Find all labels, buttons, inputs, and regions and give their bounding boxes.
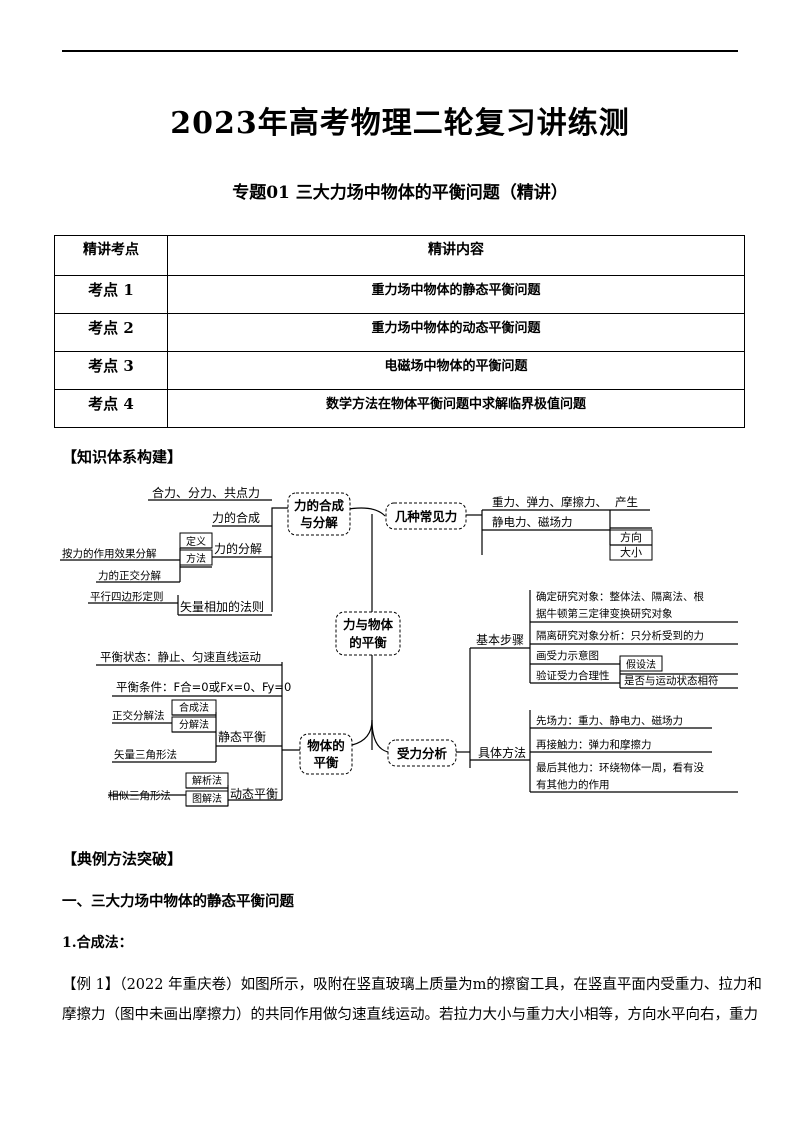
table-cell-content: 数学方法在物体平衡问题中求解临界极值问题	[167, 389, 745, 428]
hehe-item-b: 力的合成	[212, 510, 260, 525]
pingheng-state: 平衡状态：静止、匀速直线运动	[100, 650, 261, 664]
knowledge-heading: 【知识体系构建】	[62, 448, 183, 466]
node-center-l2: 的平衡	[349, 635, 387, 650]
table-row: 考点 3 电磁场中物体的平衡问题	[54, 351, 745, 390]
shouli-steps: 基本步骤	[476, 633, 524, 647]
shouli-step2: 隔离研究对象分析：只分析受到的力	[536, 629, 704, 642]
hehe-item-a: 合力、分力、共点力	[152, 485, 260, 500]
node-jizhong: 几种常见力	[395, 509, 458, 524]
table-header-row: 精讲考点 精讲内容	[54, 235, 745, 276]
pingheng-synth: 合成法	[179, 701, 209, 714]
subsection-1-heading: 1.合成法：	[62, 935, 133, 951]
table-header-content: 精讲内容	[167, 235, 745, 276]
shouli-m3a: 最后其他力：环绕物体一周，看有没	[536, 761, 704, 774]
jizhong-item-c3: 大小	[620, 545, 642, 559]
node-pingheng-l2: 平衡	[313, 755, 339, 770]
node-shouli: 受力分析	[397, 746, 448, 761]
pingheng-graphic: 图解法	[192, 792, 222, 805]
jizhong-item-b: 静电力、磁场力	[492, 515, 573, 529]
node-pingheng-l1: 物体的	[307, 738, 345, 753]
table-cell-content: 重力场中物体的动态平衡问题	[167, 313, 745, 352]
pingheng-similar-triangle: 相似三角形法	[108, 789, 171, 802]
pingheng-static: 静态平衡	[218, 730, 266, 744]
hehe-item-c: 力的分解	[214, 541, 262, 556]
shouli-m3b: 有其他力的作用	[536, 778, 610, 791]
section-1-heading: 一、三大力场中物体的静态平衡问题	[62, 893, 294, 910]
table-row: 考点 4 数学方法在物体平衡问题中求解临界极值问题	[54, 389, 745, 428]
pingheng-condition: 平衡条件：F合=0或Fx=0、Fy=0	[116, 680, 291, 694]
table-header-point: 精讲考点	[54, 235, 168, 276]
shouli-step1b: 据牛顿第三定律变换研究对象	[536, 607, 673, 620]
hehe-parallelogram: 平行四边形定则	[90, 590, 164, 603]
shouli-method: 具体方法	[478, 745, 526, 760]
table-cell-content: 重力场中物体的静态平衡问题	[167, 275, 745, 314]
page-title: 2023年高考物理二轮复习讲练测	[170, 106, 630, 141]
pingheng-orth: 正交分解法	[112, 709, 165, 722]
shouli-match: 是否与运动状态相符	[624, 674, 719, 687]
shouli-step1a: 确定研究对象：整体法、隔离法、根	[536, 590, 704, 603]
jizhong-item-a: 重力、弹力、摩擦力、	[492, 495, 607, 509]
examples-heading: 【典例方法突破】	[62, 850, 183, 868]
hehe-sub-orth: 力的正交分解	[98, 569, 161, 582]
hehe-sub-effect: 按力的作用效果分解	[62, 547, 157, 560]
hehe-sub-method: 方法	[186, 552, 206, 565]
table-cell-point: 考点 2	[54, 313, 168, 352]
pingheng-decomp: 分解法	[179, 718, 209, 731]
node-hehe-l2: 与分解	[300, 515, 338, 530]
hehe-vector-add: 矢量相加的法则	[180, 599, 264, 614]
shouli-step4: 验证受力合理性	[536, 669, 610, 682]
page-subtitle: 专题01 三大力场中物体的平衡问题（精讲）	[232, 183, 568, 203]
node-hehe-l1: 力的合成	[294, 498, 345, 513]
hehe-sub-def: 定义	[186, 535, 206, 548]
jizhong-item-c1: 产生	[615, 495, 638, 509]
shouli-m1: 先场力：重力、静电力、磁场力	[536, 714, 683, 727]
table-cell-point: 考点 3	[54, 351, 168, 390]
table-cell-point: 考点 4	[54, 389, 168, 428]
pingheng-dynamic: 动态平衡	[230, 787, 278, 801]
node-center-l1: 力与物体	[343, 617, 394, 632]
pingheng-vector-triangle: 矢量三角形法	[114, 748, 177, 761]
key-points-table: 精讲考点 精讲内容 考点 1 重力场中物体的静态平衡问题 考点 2 重力场中物体…	[54, 235, 745, 428]
table-row: 考点 1 重力场中物体的静态平衡问题	[54, 275, 745, 314]
jizhong-item-c2: 方向	[620, 530, 642, 544]
pingheng-analytic: 解析法	[192, 774, 222, 787]
top-rule	[62, 50, 738, 52]
shouli-assume: 假设法	[626, 658, 656, 671]
shouli-step3: 画受力示意图	[536, 649, 599, 662]
shouli-m2: 再接触力：弹力和摩擦力	[536, 738, 652, 751]
example-1-line-2: 摩擦力（图中未画出摩擦力）的共同作用做匀速直线运动。若拉力大小与重力大小相等，方…	[62, 1007, 758, 1023]
table-row: 考点 2 重力场中物体的动态平衡问题	[54, 313, 745, 352]
example-1-line-1: 【例 1】（2022 年重庆卷）如图所示，吸附在竖直玻璃上质量为m的擦窗工具，在…	[62, 977, 762, 993]
